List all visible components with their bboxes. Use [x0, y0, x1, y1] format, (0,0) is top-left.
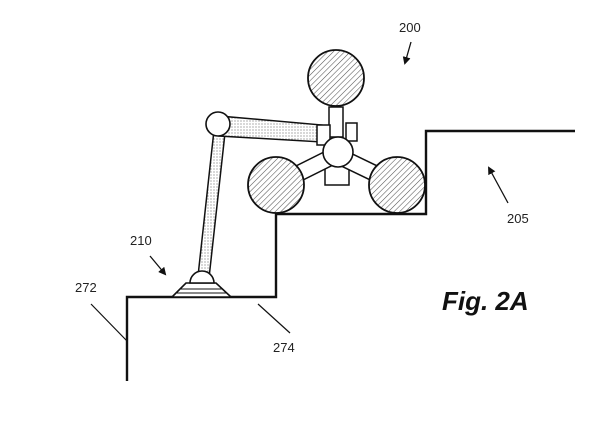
robot-head-ball	[308, 50, 364, 106]
figure-title: Fig. 2A	[442, 288, 529, 314]
arrow-210	[150, 256, 165, 274]
label-210: 210	[130, 234, 152, 247]
robot-central-hub	[323, 137, 353, 167]
label-274: 274	[273, 341, 295, 354]
robot-lower-leg	[198, 121, 226, 278]
leader-line-272	[91, 304, 127, 341]
label-205: 205	[507, 212, 529, 225]
robot-wheel-right	[369, 157, 425, 213]
arrow-200	[405, 42, 411, 63]
robot-mast	[329, 107, 343, 137]
arrow-205	[489, 168, 508, 203]
robot-foot	[172, 271, 231, 297]
robot	[172, 50, 425, 297]
label-200: 200	[399, 21, 421, 34]
robot-bracket-right	[346, 123, 357, 141]
robot-knee-joint	[206, 112, 230, 136]
leader-line-274	[258, 304, 290, 333]
robot-upper-leg	[219, 116, 322, 142]
label-272: 272	[75, 281, 97, 294]
robot-wheel-left	[248, 157, 304, 213]
